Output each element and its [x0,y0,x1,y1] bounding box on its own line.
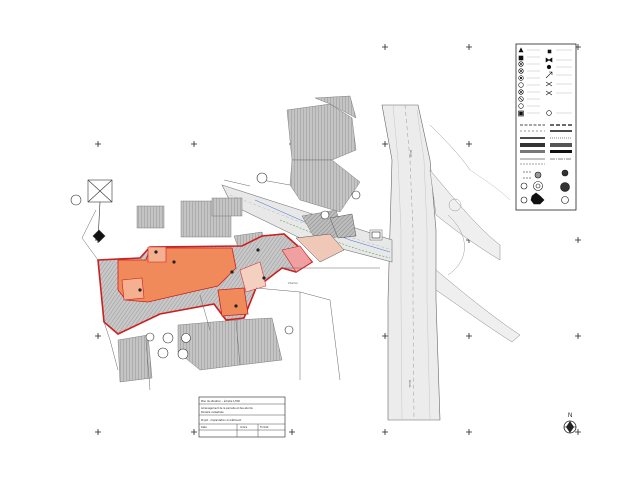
title-cell-a: Indice [240,426,248,429]
legend-symbols-right [545,49,553,116]
road-edge-lots [295,213,383,263]
legend-panel [515,43,577,211]
title-cell-b: Format [260,426,268,429]
main-road [381,104,441,421]
legend-description-lines [527,49,572,114]
title-line-5: Date [201,426,207,429]
title-line-1: Plan de situation – échelle 1/500 [201,400,240,403]
road-label-south: Route [408,380,412,388]
parcel-lines [81,179,380,391]
project-parcel [97,233,314,335]
street-label: Chemin [288,281,298,285]
title-line-2: Aménagement de la parcelle et des abords [201,407,253,410]
trees [70,172,361,360]
legend-tree-symbols [520,169,570,205]
road-label-north: Route [409,150,413,158]
title-line-3: Parcelle cadastrale [201,411,224,414]
side-road [429,124,521,343]
title-line-4: Projet – Implantation du bâtiment [201,419,241,422]
legend-line-types [520,124,572,165]
survey-marker [87,179,113,243]
north-arrow: N [563,413,577,434]
title-block: Plan de situation – échelle 1/500 Aménag… [198,396,286,438]
north-label: N [568,413,572,419]
legend-symbols-left [518,47,524,117]
